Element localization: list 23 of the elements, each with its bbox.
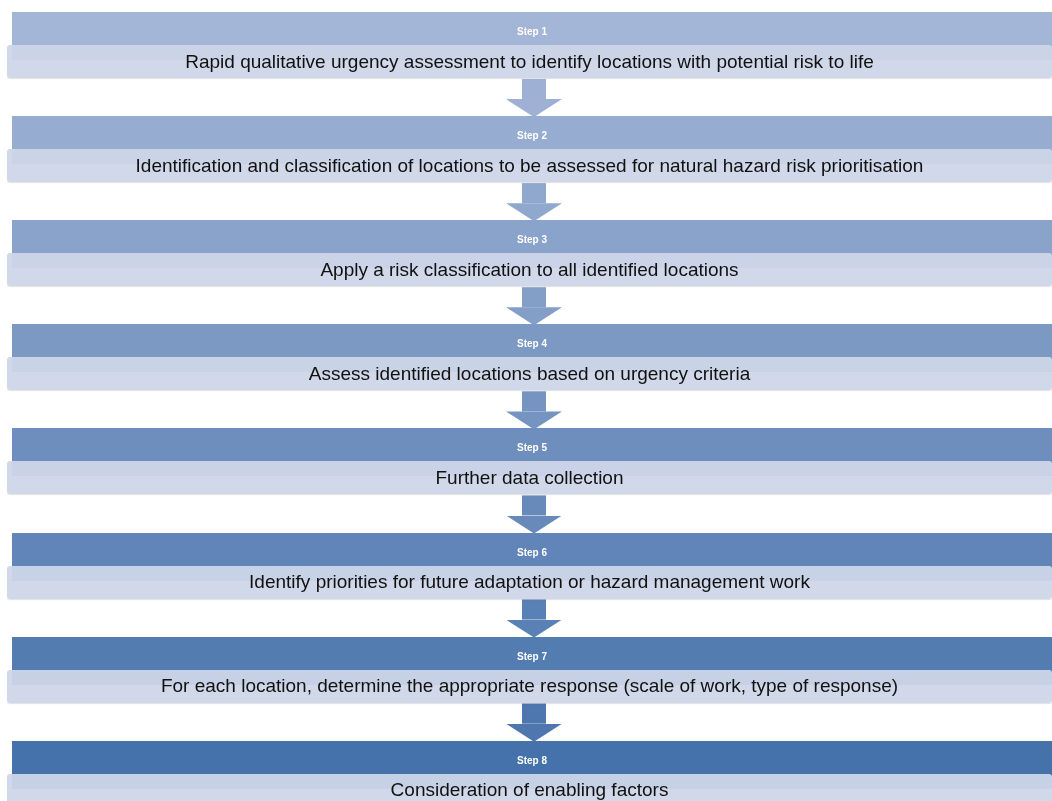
- step-label: Step 8: [516, 754, 548, 767]
- step-description: Consideration of enabling factors: [7, 773, 1052, 801]
- block-arrow: [506, 79, 562, 118]
- step-description: Rapid qualitative urgency assessment to identify locations with potential risk to life: [7, 45, 1052, 78]
- block-arrow: [506, 495, 562, 534]
- block-arrow: [506, 599, 562, 638]
- step-label: Step 4: [516, 338, 548, 351]
- step-label: Step 1: [516, 26, 548, 38]
- step-label: Step 3: [516, 234, 548, 247]
- block-arrow: [506, 391, 562, 430]
- block-arrow: [506, 287, 562, 326]
- step-label: Step 5: [516, 442, 548, 455]
- step-label: Step 7: [516, 650, 548, 663]
- step-label: Step 2: [516, 130, 548, 143]
- block-arrow: [506, 183, 562, 222]
- block-arrow: [506, 703, 562, 742]
- step-description: For each location, determine the appropriate response (scale of work, type of response): [7, 669, 1052, 703]
- step-label: Step 6: [516, 546, 548, 559]
- step-description: Apply a risk classification to all identified locations: [7, 253, 1052, 287]
- step-description: Further data collection: [7, 461, 1052, 495]
- step-description: Assess identified locations based on urgency criteria: [7, 357, 1052, 391]
- step-description: Identify priorities for future adaptation or hazard management work: [7, 565, 1052, 599]
- step-description: Identification and classification of locations to be assessed for natural hazard risk prioritisation: [7, 149, 1052, 183]
